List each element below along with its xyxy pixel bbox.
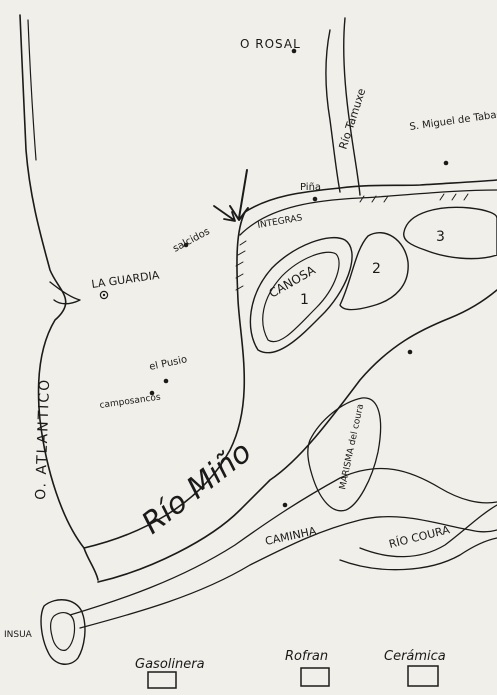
tamuxe-river-west (325, 29, 341, 193)
coura-river-bank (359, 504, 497, 558)
legend-box-gasolinera (147, 671, 177, 689)
label-salcidos: salcidos (171, 226, 212, 255)
label-atlantico: O. ATLANTICO (33, 378, 53, 501)
label-el-pusio: el Pusio (148, 354, 188, 373)
label-integras: INTEGRAS (257, 213, 304, 231)
canosa-island-inner (262, 251, 340, 343)
label-pinta: Piña (300, 182, 321, 193)
arrow-icon (229, 169, 249, 221)
legend-box-rofran (300, 667, 330, 687)
arrow-icon-small (213, 205, 236, 222)
insua-island-inner (50, 612, 76, 651)
river-south-bank-3 (79, 516, 497, 629)
river-south-bank-2 (69, 467, 497, 616)
label-insua: INSUA (4, 630, 33, 640)
label-rosal: O ROSAL (240, 37, 301, 51)
label-marsh: MARISMA del coura (338, 403, 366, 490)
legend-box-ceramica (407, 665, 439, 687)
label-canosa-number: 1 (300, 292, 309, 308)
label-rio-mino: Río Miño (135, 435, 258, 542)
island-3-outline (403, 206, 497, 260)
location-dots (149, 48, 449, 508)
atlantic-coastline-inner (27, 19, 37, 161)
legend-label-ceramica: Cerámica (384, 649, 446, 664)
label-camposancos: camposancos (99, 392, 162, 411)
label-island-3: 3 (436, 229, 445, 245)
legend-label-rofran: Rofran (285, 649, 328, 664)
insua-island-outline (40, 599, 86, 665)
marsh-outline (307, 397, 382, 512)
atlantic-coastline (19, 14, 99, 581)
label-guardia: LA GUARDIA (91, 269, 161, 291)
label-canosa: CANOSA (267, 263, 319, 301)
shore-hatching (235, 193, 469, 291)
coura-river-bank-2 (339, 537, 497, 571)
label-tabagon: S. Miguel de Tabagón (409, 106, 497, 133)
legend-label-gasolinera: Gasolinera (135, 657, 205, 672)
canosa-island-outline (249, 236, 353, 354)
tamuxe-river-east (343, 17, 361, 196)
guardia-marker (99, 290, 109, 300)
label-island-2: 2 (372, 261, 381, 277)
river-north-bank-2 (239, 189, 497, 236)
island-2-outline (339, 232, 409, 311)
river-south-bank (97, 289, 497, 583)
river-north-bank (83, 179, 497, 549)
guardia-cape (49, 281, 81, 305)
